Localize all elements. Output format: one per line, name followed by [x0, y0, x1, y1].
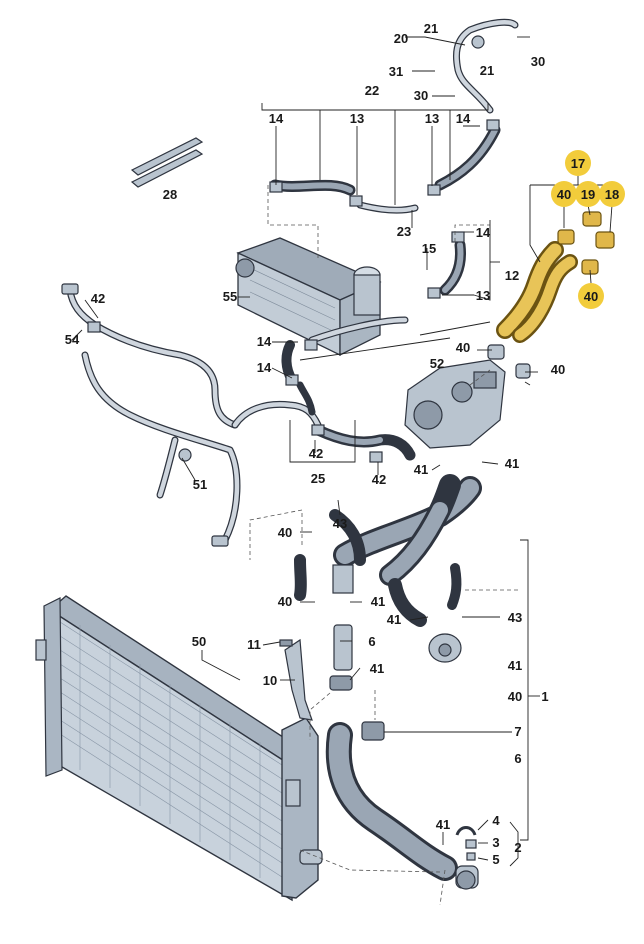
- label-40-e: 40: [278, 525, 292, 540]
- radiator: [35, 595, 323, 902]
- highlight-marker-19: [575, 181, 601, 207]
- cable-strap: [130, 137, 204, 188]
- label-41-f: 41: [370, 661, 384, 676]
- label-43-a: 43: [333, 516, 347, 531]
- label-41-c: 41: [371, 594, 385, 609]
- label-40-d: 40: [551, 362, 565, 377]
- highlight-marker-17: [565, 150, 591, 176]
- label-4: 4: [492, 813, 500, 828]
- label-42-mid: 42: [309, 446, 323, 461]
- leader-lines: [71, 36, 613, 867]
- label-6-right: 6: [514, 751, 521, 766]
- coolant-line-25: [61, 283, 416, 463]
- label-21-top: 21: [424, 21, 438, 36]
- central-coolant-hoses: [294, 474, 482, 741]
- label-40-f: 40: [278, 594, 292, 609]
- label-13-b: 13: [425, 111, 439, 126]
- label-14-a: 14: [269, 111, 284, 126]
- top-coolant-pipe: [453, 18, 519, 114]
- label-13-a: 13: [350, 111, 364, 126]
- thermostat-housing: [404, 344, 531, 449]
- label-14-c: 14: [476, 225, 491, 240]
- label-17: 17: [571, 156, 585, 171]
- coolant-hose-14: [281, 316, 409, 416]
- label-19: 19: [581, 187, 595, 202]
- label-14-e: 14: [257, 360, 272, 375]
- label-41-e: 41: [508, 658, 522, 673]
- label-14-d: 14: [257, 334, 272, 349]
- highlight-marker-40b: [578, 283, 604, 309]
- label-42-right: 42: [372, 472, 386, 487]
- label-41-a: 41: [414, 462, 428, 477]
- label-40-highlight: 40: [557, 187, 571, 202]
- label-28: 28: [163, 187, 177, 202]
- charge-air-cooler: [235, 237, 382, 357]
- label-52: 52: [430, 356, 444, 371]
- upper-coolant-line: [269, 119, 501, 214]
- label-2: 2: [514, 840, 521, 855]
- callout-labels: 17 40 19 18 40 21 20 21 30 31 30 22 14 1…: [65, 21, 619, 867]
- label-15: 15: [422, 241, 436, 256]
- label-42-left: 42: [91, 291, 105, 306]
- label-3: 3: [492, 835, 499, 850]
- label-30-mid: 30: [414, 88, 428, 103]
- label-1: 1: [541, 689, 548, 704]
- coolant-hose-12: [427, 231, 466, 299]
- label-40-c: 40: [456, 340, 470, 355]
- dashed-connector-lines: [249, 185, 520, 906]
- label-41-d: 41: [387, 612, 401, 627]
- label-25: 25: [311, 471, 325, 486]
- bracket: [279, 638, 313, 721]
- label-7: 7: [514, 724, 521, 739]
- label-40-highlight-lower: 40: [584, 289, 598, 304]
- highlight-markers: [551, 150, 625, 309]
- label-51: 51: [193, 477, 207, 492]
- highlight-marker-18: [599, 181, 625, 207]
- label-14-b: 14: [456, 111, 471, 126]
- label-5: 5: [492, 852, 499, 867]
- label-11: 11: [247, 637, 261, 652]
- label-55: 55: [223, 289, 237, 304]
- highlighted-coolant-hose-17: [496, 211, 615, 343]
- label-40-g: 40: [508, 689, 522, 704]
- small-fittings: [455, 826, 477, 861]
- label-21-right: 21: [480, 63, 494, 78]
- label-23: 23: [397, 224, 411, 239]
- label-12: 12: [505, 268, 519, 283]
- label-30-top: 30: [531, 54, 545, 69]
- label-10: 10: [263, 673, 277, 688]
- lower-radiator-hose: [325, 722, 479, 890]
- label-41-b: 41: [505, 456, 519, 471]
- label-43-b: 43: [508, 610, 522, 625]
- label-13-c: 13: [476, 288, 490, 303]
- label-31: 31: [389, 64, 403, 79]
- label-54: 54: [65, 332, 80, 347]
- label-41-g: 41: [436, 817, 450, 832]
- label-6-mid: 6: [368, 634, 375, 649]
- coolant-pipe-51: [81, 351, 241, 547]
- highlight-marker-40a: [551, 181, 577, 207]
- label-18: 18: [605, 187, 619, 202]
- label-50: 50: [192, 634, 206, 649]
- label-22: 22: [365, 83, 379, 98]
- label-20: 20: [394, 31, 408, 46]
